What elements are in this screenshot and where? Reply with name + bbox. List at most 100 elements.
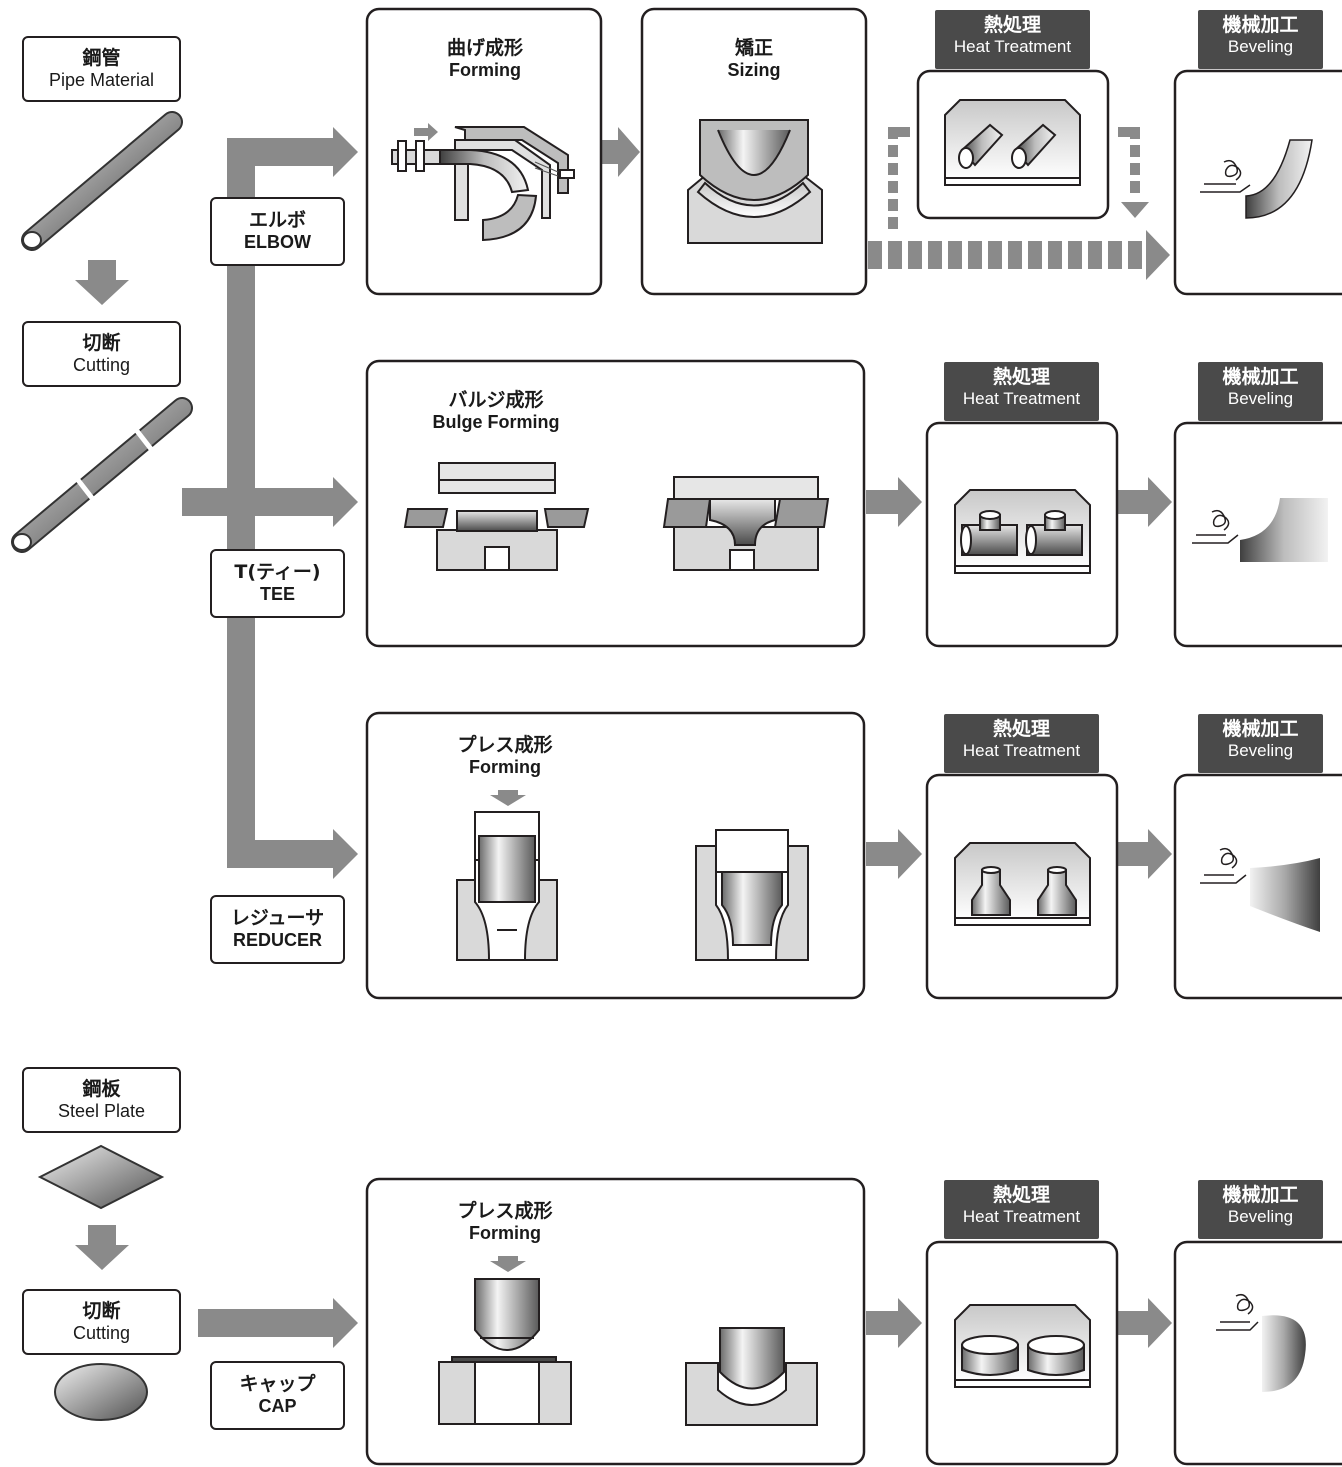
cap-bevel-panel [1173,1240,1342,1466]
reducer-jp: レジューサ [230,907,325,930]
tee-branch-bar [182,488,335,516]
elbow-bevel-en: Beveling [1227,36,1294,56]
tee-forming-en: Bulge Forming [432,411,560,432]
plate-down-arrow [75,1225,129,1270]
cap-heat-header: 熱処理 Heat Treatment [944,1180,1099,1239]
tee-heat-en: Heat Treatment [962,388,1081,408]
reducer-heat-jp: 熱処理 [992,718,1050,740]
reducer-bevel-jp: 機械加工 [1222,718,1299,740]
reducer-en: REDUCER [232,930,322,951]
steel-plate-illustration [37,1144,165,1210]
cut-pipe-illustration [11,397,193,553]
cap-forming-title: プレス成形 Forming [430,1200,580,1244]
elbow-bevel-panel [1173,69,1342,296]
cap-forming-jp: プレス成形 [457,1200,553,1222]
pipe-cutting-label: 切断 Cutting [22,321,181,387]
reducer-press-closed-illustration [695,829,809,961]
forming-to-sizing-arrow [602,127,640,177]
reducer-forming-jp: プレス成形 [457,734,553,756]
cap-to-heat-arrow [866,1298,922,1348]
elbow-label: エルボ ELBOW [210,197,345,266]
bulge-die-closed-illustration [662,476,830,571]
cap-press-open-illustration [438,1256,572,1425]
elbow-heat-en: Heat Treatment [953,36,1072,56]
cap-branch-bar [198,1309,335,1337]
plate-cutting-jp: 切断 [82,1299,121,1322]
reducer-heat-to-bevel-arrow [1118,829,1172,879]
elbow-forming-title: 曲げ成形 Forming [410,37,560,81]
tee-forming-title: バルジ成形 Bulge Forming [416,389,576,433]
elbow-bevel-header: 機械加工 Beveling [1198,10,1323,69]
pipe-material-label: 鋼管 Pipe Material [22,36,181,102]
cap-bevel-header: 機械加工 Beveling [1198,1180,1323,1239]
pipe-material-illustration [21,111,183,251]
sizing-die-illustration [687,119,823,244]
cap-forming-en: Forming [469,1222,541,1243]
reducer-branch-arrowhead [333,829,358,879]
tee-jp: T(ティー) [234,561,321,584]
reducer-forming-title: プレス成形 Forming [430,734,580,778]
tee-to-heat-arrow [866,477,922,527]
dashed-heat-route [888,127,1149,229]
elbow-heat-header: 熱処理 Heat Treatment [935,10,1090,69]
cap-press-closed-illustration [685,1327,818,1426]
cap-heat-en: Heat Treatment [962,1206,1081,1226]
elbow-en: ELBOW [244,232,311,253]
tee-heat-to-bevel-arrow [1118,477,1172,527]
reducer-branch-bar [227,840,335,868]
elbow-sizing-jp: 矯正 [734,37,773,59]
reducer-label: レジューサ REDUCER [210,895,345,964]
reducer-bevel-header: 機械加工 Beveling [1198,714,1323,773]
plate-cutting-label: 切断 Cutting [22,1289,181,1355]
cut-disc-illustration [54,1363,148,1421]
tee-heat-header: 熱処理 Heat Treatment [944,362,1099,421]
cap-bevel-en: Beveling [1227,1206,1294,1226]
cap-heat-to-bevel-arrow [1118,1298,1172,1348]
plate-cutting-en: Cutting [72,1322,131,1343]
pipe-cutting-en: Cutting [72,354,131,375]
elbow-heat-jp: 熱処理 [983,14,1041,36]
tee-heat-jp: 熱処理 [992,366,1050,388]
cap-bevel-jp: 機械加工 [1222,1184,1299,1206]
elbow-furnace-illustration [944,99,1081,186]
reducer-bevel-en: Beveling [1227,740,1294,760]
cap-en: CAP [258,1396,297,1417]
elbow-jp: エルボ [248,209,306,232]
dashed-bottom-route [868,230,1170,280]
cap-jp: キャップ [239,1373,316,1396]
tee-bevel-en: Beveling [1227,388,1294,408]
reducer-heat-en: Heat Treatment [962,740,1081,760]
tee-forming-jp: バルジ成形 [448,389,544,411]
cap-heat-jp: 熱処理 [992,1184,1050,1206]
elbow-sizing-en: Sizing [727,59,781,80]
elbow-bevel-jp: 機械加工 [1222,14,1299,36]
bending-machine-illustration [391,123,575,242]
tee-bevel-header: 機械加工 Beveling [1198,362,1323,421]
tee-label: T(ティー) TEE [210,549,345,618]
tee-forming-panel [365,359,866,648]
cap-label: キャップ CAP [210,1361,345,1430]
pipe-down-arrow [75,260,129,305]
reducer-bevel-illustration [1200,847,1320,932]
elbow-forming-en: Forming [449,59,521,80]
cap-branch-arrowhead [333,1298,358,1348]
tee-bevel-illustration [1192,498,1328,562]
pipe-material-jp: 鋼管 [82,46,121,69]
steel-plate-jp: 鋼板 [82,1077,121,1100]
reducer-press-open-illustration [456,790,558,961]
pipe-cutting-jp: 切断 [82,331,121,354]
elbow-forming-jp: 曲げ成形 [446,37,523,59]
elbow-branch-bar [227,138,335,166]
elbow-sizing-title: 矯正 Sizing [679,37,829,81]
tee-furnace-illustration [954,489,1091,574]
pipe-material-en: Pipe Material [48,69,155,90]
steel-plate-label: 鋼板 Steel Plate [22,1067,181,1133]
reducer-to-heat-arrow [866,829,922,879]
steel-plate-en: Steel Plate [57,1100,146,1121]
bulge-die-open-illustration [403,462,590,571]
reducer-forming-en: Forming [469,756,541,777]
reducer-furnace-illustration [954,842,1091,926]
tee-bevel-jp: 機械加工 [1222,366,1299,388]
tee-branch-arrowhead [333,477,358,527]
